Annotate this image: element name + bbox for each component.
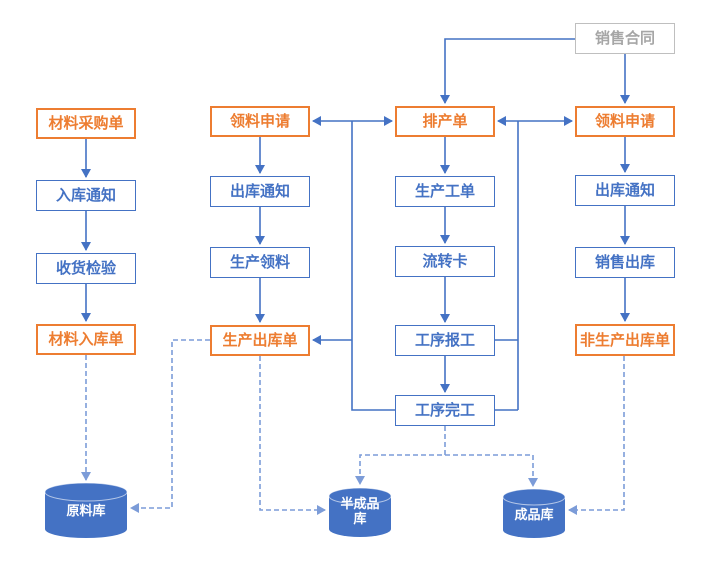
cylinder-finished-goods-warehouse <box>502 488 566 538</box>
node-production-picking: 生产领料 <box>210 247 310 278</box>
node-material-warehouse-in-order: 材料入库单 <box>36 324 136 355</box>
cylinder-raw-material-warehouse <box>44 482 128 538</box>
edge-production-out-to-raw-warehouse <box>130 339 210 513</box>
node-production-work-order: 生产工单 <box>395 176 495 207</box>
node-warehouse-in-notice: 入库通知 <box>36 180 136 211</box>
node-process-report: 工序报工 <box>395 325 495 356</box>
node-warehouse-out-notice-right: 出库通知 <box>575 175 675 206</box>
node-picking-request-left: 领料申请 <box>210 106 310 137</box>
label-finished-goods-warehouse: 成品库 <box>514 508 554 523</box>
edge-process-complete-to-finished-warehouse <box>445 454 538 487</box>
edge-production-out-to-semi-warehouse <box>259 356 326 515</box>
edge-left-riser-to-process-complete <box>351 121 395 411</box>
node-production-schedule-order: 排产单 <box>395 106 495 137</box>
node-sales-warehouse-out: 销售出库 <box>575 247 675 278</box>
node-material-purchase-order: 材料采购单 <box>36 108 136 139</box>
label-semi-finished-warehouse: 半成品 库 <box>340 497 380 527</box>
node-receiving-inspection: 收货检验 <box>36 253 136 284</box>
node-non-production-warehouse-out-order: 非生产出库单 <box>575 324 675 356</box>
node-sales-contract: 销售合同 <box>575 23 675 54</box>
edge-sales-contract-to-schedule <box>440 38 575 104</box>
node-picking-request-right: 领料申请 <box>575 106 675 137</box>
node-production-warehouse-out-order: 生产出库单 <box>210 325 310 356</box>
edge-process-complete-to-semi-warehouse <box>355 426 446 485</box>
node-process-complete: 工序完工 <box>395 395 495 426</box>
node-flow-card: 流转卡 <box>395 246 495 277</box>
edge-non-production-out-to-finished-warehouse <box>568 356 625 515</box>
label-raw-material-warehouse: 原料库 <box>66 504 106 519</box>
cylinder-semi-finished-warehouse <box>328 487 392 537</box>
node-warehouse-out-notice-left: 出库通知 <box>210 176 310 207</box>
